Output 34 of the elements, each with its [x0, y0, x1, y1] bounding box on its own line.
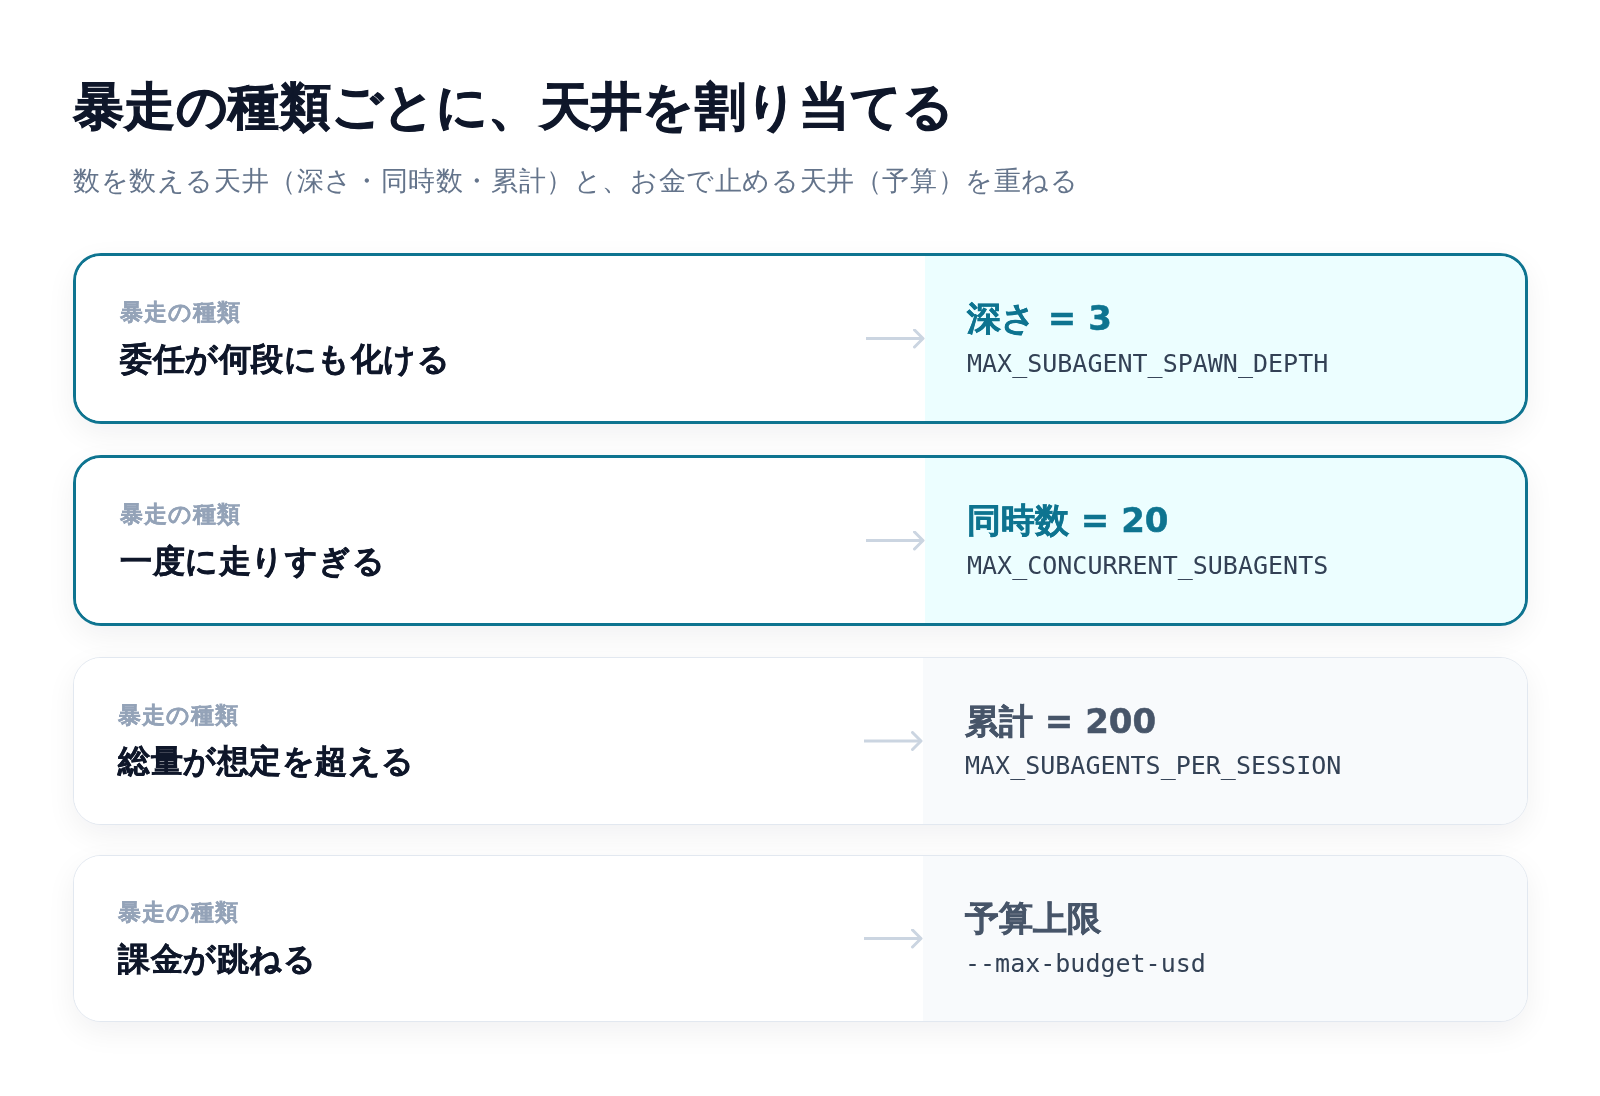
arrow	[866, 328, 925, 349]
card	[73, 253, 1528, 424]
issue-panel	[76, 256, 866, 421]
row-heading: 総量が想定を超える	[118, 741, 415, 782]
issue-panel	[74, 856, 864, 1021]
row-heading: 委任が何段にも化ける	[120, 338, 450, 379]
issue-panel	[74, 658, 864, 824]
value-panel	[925, 458, 1525, 623]
value-panel	[925, 256, 1525, 421]
category-label: 暴走の種類	[118, 898, 239, 927]
arrow	[864, 928, 923, 949]
card	[73, 855, 1528, 1022]
limit-value: 同時数 = 20	[967, 500, 1169, 541]
arrow	[866, 530, 925, 551]
row-heading: 課金が跳ねる	[118, 938, 316, 979]
card	[73, 455, 1528, 626]
code-text: MAX_SUBAGENTS_PER_SESSION	[965, 751, 1342, 782]
value-panel	[923, 856, 1527, 1021]
code-text: --max-budget-usd	[965, 948, 1206, 979]
category-label: 暴走の種類	[118, 700, 239, 730]
card	[73, 657, 1528, 825]
code-text: MAX_SUBAGENT_SPAWN_DEPTH	[967, 348, 1329, 379]
subtitle: 数を数える天井（深さ・同時数・累計）と、お金で止める天井（予算）を重ねる	[73, 164, 1079, 198]
arrow	[864, 731, 923, 751]
category-label: 暴走の種類	[120, 500, 241, 529]
limit-value: 予算上限	[965, 898, 1101, 939]
value-panel	[923, 658, 1527, 824]
limit-value: 累計 = 200	[965, 700, 1157, 742]
issue-panel	[76, 458, 866, 623]
limit-value: 深さ = 3	[967, 298, 1112, 339]
code-text: MAX_CONCURRENT_SUBAGENTS	[967, 550, 1329, 581]
category-label: 暴走の種類	[120, 298, 241, 327]
title: 暴走の種類ごとに、天井を割り当てる	[73, 76, 955, 138]
row-heading: 一度に走りすぎる	[120, 540, 385, 581]
